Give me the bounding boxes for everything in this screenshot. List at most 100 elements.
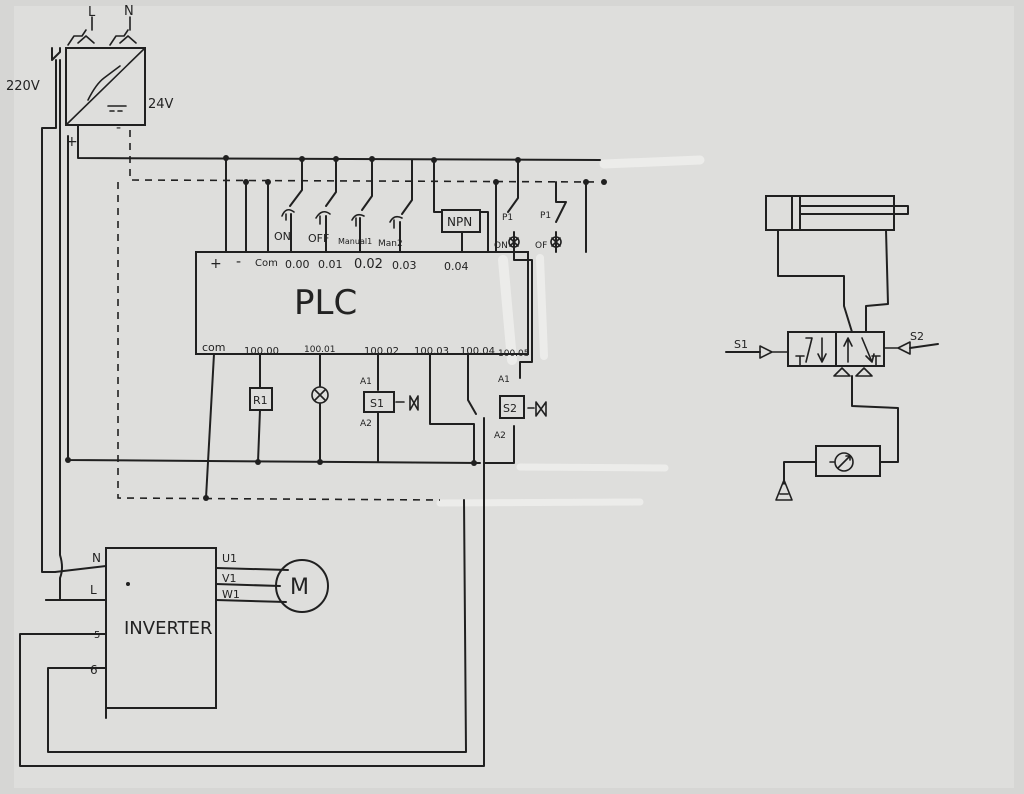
correction-paint [436,155,705,507]
output-lamp [311,386,329,404]
ac-voltage-label: 220V [6,79,40,94]
solenoid-s1-arrow-icon [759,345,789,359]
motor-circle [275,559,329,613]
psu-minus-label: - [116,120,121,136]
plc-in-com: Com [255,258,278,269]
solenoid-s1-actuator: S1 [725,338,789,359]
pneumatic-s1-label: S1 [734,338,748,351]
solenoid-s1: A1 S1 A2 [360,377,419,429]
directional-valve [787,331,885,377]
psu-minus-return [117,182,441,501]
plc-in-002: 0.02 [354,257,383,272]
relay-r1: R1 [249,387,273,411]
solenoid-s1-box [363,391,395,413]
output-lamp-icon [311,386,329,404]
plc-box [195,251,529,355]
on-switch-label: ON [274,230,291,243]
manual-2-switch: Man2 [378,215,403,249]
inverter-u1-label: U1 [222,552,237,565]
solenoid-s2-actuator: S2 [883,330,939,355]
minus-24v-bus [129,130,601,183]
plc-module: PLC + - Com 0.00 0.01 0.02 0.03 0.04 com… [195,251,530,359]
lamp-off: P1 OF [535,211,562,251]
inverter-wiring [19,462,485,767]
s1-a2-label: A2 [360,419,372,429]
relay-r1-label: R1 [253,394,268,407]
s1-a1-label: A1 [360,377,372,387]
plc-power-wires [225,157,247,253]
manual-1-label: Manual1 [338,237,372,246]
plc-in-000: 0.00 [285,258,310,271]
plc-out-10005: 100.05 [498,349,530,359]
ac-feed-wires [41,47,63,601]
neutral-terminal-label: N [124,4,134,19]
lamp-off-code: P1 [540,211,551,221]
inverter-6-label: 6 [90,663,98,677]
pneumatic-s2-label: S2 [910,330,924,343]
on-switch: ON [274,208,295,243]
lamp-on-icon [508,236,520,248]
plc-out-10003: 100.03 [414,346,449,357]
solenoid-s2-arrow-icon [883,341,911,355]
neutral-terminal-icon [109,16,137,46]
air-source-icon [775,477,793,501]
off-switch: OFF [308,210,331,245]
valve-s2-icon [527,401,547,417]
lamp-on-label: ON [494,241,508,251]
plc-in-001: 0.01 [318,258,343,271]
psu-box [65,47,146,126]
npn-sensor-label: NPN [447,215,472,229]
plc-out-10004: 100.04 [460,346,495,357]
off-switch-icon [315,210,331,225]
plc-in-004: 0.04 [444,260,469,273]
off-switch-label: OFF [308,232,329,245]
motor: M [275,559,329,613]
plus-24v-bus [77,124,601,161]
manual-1-switch: Manual1 [338,213,372,246]
plc-out-10002: 100.02 [364,346,399,357]
solenoid-s2-box [499,395,525,419]
psu-plus-label: + [66,134,78,150]
plc-in-003: 0.03 [392,259,417,272]
plc-out-10001: 100.01 [304,345,336,355]
npn-sensor: NPN [441,209,481,233]
line-terminal-icon [67,16,95,46]
s2-a1-label: A1 [498,375,510,385]
junction-dots [65,155,607,501]
inverter-title: INVERTER [124,618,213,639]
dc-voltage-label: 24V [148,97,174,112]
inverter: INVERTER N L 5 6 U1 V1 W1 [90,547,240,709]
plc-title: PLC [294,283,357,323]
lamp-on: P1 ON [494,213,520,251]
plc-in-minus: - [236,254,241,270]
manual-2-switch-icon [389,215,403,229]
solenoid-s2: A1 S2 A2 [494,375,547,441]
air-supply-line [851,375,899,463]
compressor-line [783,461,817,481]
air-line-a [777,229,853,333]
lamp-on-code: P1 [502,213,513,223]
motor-label: M [290,575,309,600]
manual-1-switch-icon [351,213,365,227]
pneumatic-circuit: S1 S2 [725,195,939,501]
s2-a2-label: A2 [494,431,506,441]
inverter-l-label: L [90,583,97,597]
output-wiring [205,353,515,499]
pneumatic-cylinder [765,195,909,231]
plc-out-10000: 100.00 [244,346,279,357]
npn-sensor-box [441,209,481,233]
valve-s1-icon [395,395,419,411]
on-switch-icon [281,208,295,221]
air-line-b [865,229,889,333]
solenoid-s1-label: S1 [370,397,384,410]
solenoid-s2-label: S2 [503,402,517,415]
relay-r1-box [249,387,273,411]
manual-2-label: Man2 [378,239,403,249]
line-terminal-label: L [88,5,96,20]
lamp-off-label: OF [535,241,547,251]
input-wiring [267,159,587,379]
plc-out-com: com [202,341,226,354]
inverter-v1-label: V1 [222,572,237,585]
inverter-w1-label: W1 [222,588,240,601]
